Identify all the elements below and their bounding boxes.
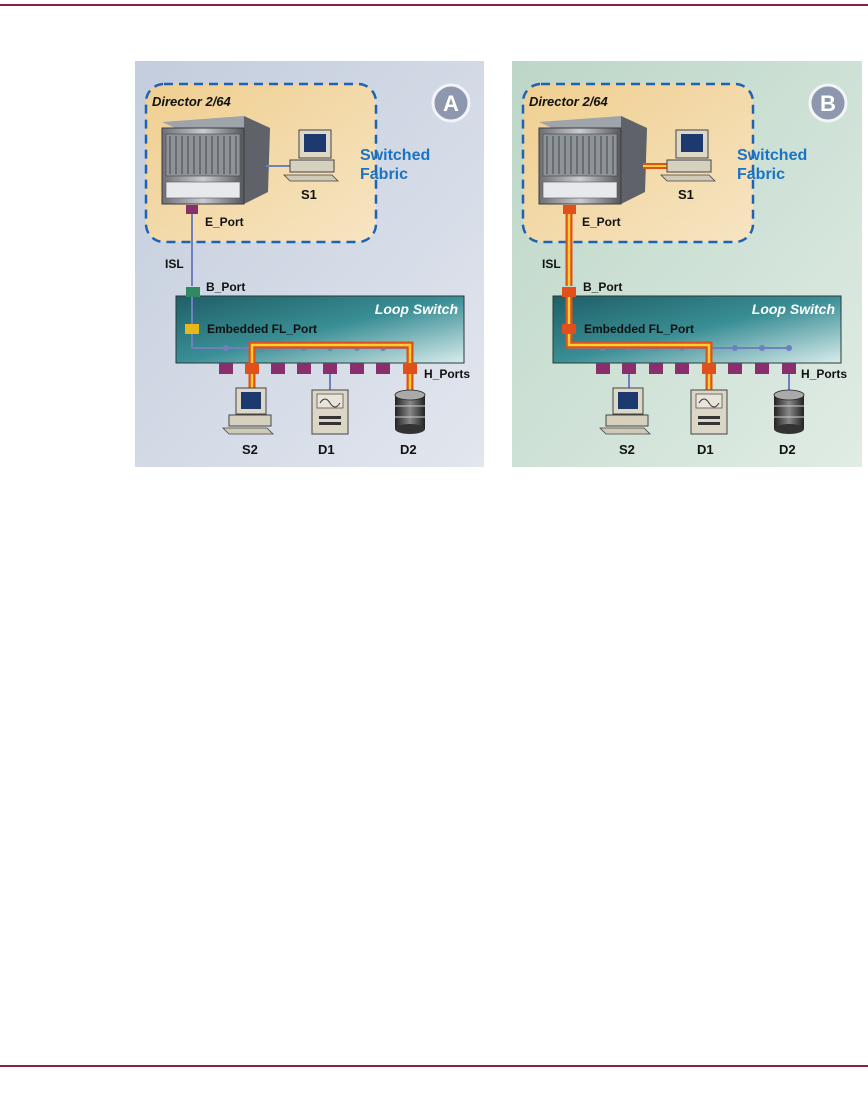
panel-b: Director 2/64 B Switched Fabric (512, 61, 862, 467)
e-port-label: E_Port (582, 215, 621, 229)
server-icon (311, 389, 349, 435)
h-ports (219, 363, 417, 374)
badge-letter: B (820, 91, 836, 116)
active-path-inner (250, 343, 412, 364)
b-port (186, 287, 200, 297)
director-label: Director 2/64 (529, 94, 609, 109)
b-port-label: B_Port (583, 280, 622, 294)
director-chassis-icon (538, 116, 647, 205)
fabric-label: Fabric (360, 166, 408, 183)
badge-b: B (808, 83, 848, 123)
embedded-fl-port (562, 324, 576, 334)
isl-label: ISL (542, 257, 561, 271)
loop-switch (175, 295, 465, 364)
embedded-fl-port-label: Embedded FL_Port (584, 322, 694, 336)
loop-switch (552, 295, 842, 364)
loop-switch-label: Loop Switch (752, 301, 835, 317)
badge-a: A (431, 83, 471, 123)
h-ports-label: H_Ports (424, 367, 470, 381)
s1-label: S1 (678, 187, 694, 202)
computer-icon (599, 387, 651, 435)
active-path-inner (567, 297, 711, 364)
isl-label: ISL (165, 257, 184, 271)
disk-icon (394, 389, 426, 434)
embedded-fl-port (185, 324, 199, 334)
computer-icon (266, 129, 339, 182)
e-port (186, 205, 198, 214)
b-port (562, 287, 576, 297)
h-ports (596, 363, 796, 374)
director-label: Director 2/64 (152, 94, 232, 109)
device-label-d1: D1 (697, 442, 714, 457)
embedded-fl-port-label: Embedded FL_Port (207, 322, 317, 336)
switched-label: Switched (737, 147, 807, 164)
switched-label: Switched (360, 147, 430, 164)
device-label-d2: D2 (779, 442, 796, 457)
e-port (563, 205, 576, 214)
badge-letter: A (443, 91, 459, 116)
device-label-s2: S2 (619, 442, 635, 457)
panel-a: Director 2/64 A Switched Fabric (135, 61, 484, 467)
b-port-label: B_Port (206, 280, 245, 294)
computer-icon (660, 129, 716, 182)
fabric-label: Fabric (737, 166, 785, 183)
top-rule (0, 4, 868, 6)
loop-switch-label: Loop Switch (375, 301, 458, 317)
disk-icon (773, 389, 805, 434)
e-port-label: E_Port (205, 215, 244, 229)
device-label-d1: D1 (318, 442, 335, 457)
bottom-rule (0, 1065, 868, 1067)
device-label-d2: D2 (400, 442, 417, 457)
s1-label: S1 (301, 187, 317, 202)
device-label-s2: S2 (242, 442, 258, 457)
h-ports-label: H_Ports (801, 367, 847, 381)
computer-icon (222, 387, 274, 435)
director-chassis-icon (161, 116, 270, 205)
server-icon (690, 389, 728, 435)
